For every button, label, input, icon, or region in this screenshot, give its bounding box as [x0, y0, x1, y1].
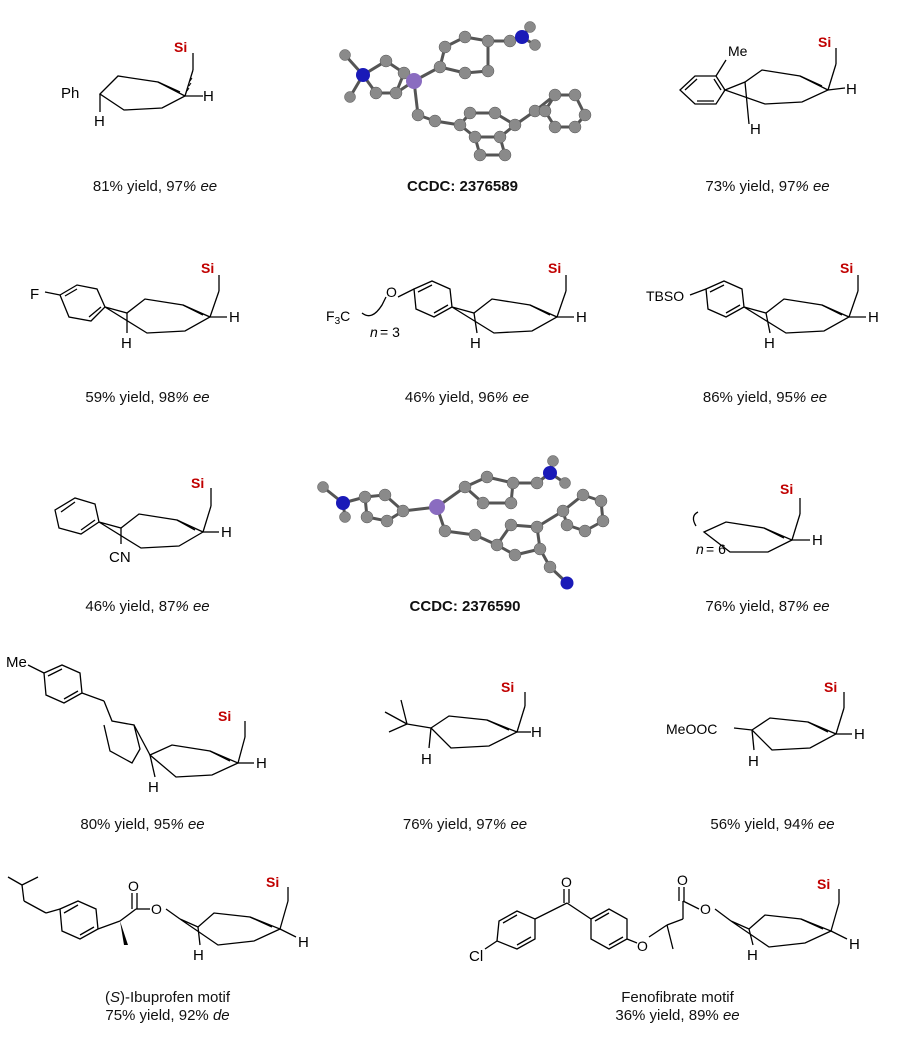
entry-1: Ph H H Si 81% yield, 97% ee — [40, 20, 270, 210]
caption-6: 86% yield, 95% ee — [702, 389, 828, 406]
hydrogen-label: H — [748, 753, 759, 770]
silicon-label: Si — [840, 260, 853, 276]
methyl-label: Me — [6, 654, 27, 671]
structure-10: Me H H Si — [6, 654, 267, 796]
caption-13: 75% yield, 92% de — [105, 1007, 230, 1024]
silicon-label: Si — [218, 708, 231, 724]
hydrogen-label: H — [531, 724, 542, 741]
hydrogen-label: H — [747, 947, 758, 964]
structure-14: Cl O O O O H H Si — [469, 872, 860, 965]
structure-12: MeOOC H H Si — [666, 679, 865, 770]
crystal-structure-1: CCDC: 2376589 — [330, 15, 595, 210]
caption-4: 59% yield, 98% ee — [85, 389, 210, 406]
silicon-label: Si — [501, 679, 514, 695]
structure-9: n = 6 H Si — [692, 481, 823, 557]
structure-3: Me H H Si — [679, 34, 857, 138]
hydrogen-label: H — [868, 309, 879, 326]
hydrogen-label: H — [121, 335, 132, 352]
caption-14-name: Fenofibrate motif — [621, 989, 734, 1006]
silicon-label: Si — [818, 34, 831, 50]
caption-11: 76% yield, 97% ee — [402, 816, 528, 833]
hydrogen-label: H — [193, 947, 204, 964]
entry-13: O O H H Si (S)-Ibuprofen motif 75% yield… — [0, 865, 335, 1037]
structure-7: CN H Si — [54, 475, 232, 566]
ester-label: MeOOC — [666, 721, 717, 737]
caption-5: 46% yield, 96% ee — [404, 389, 530, 406]
silicon-label: Si — [780, 481, 793, 497]
ball-and-stick-model-2 — [317, 455, 610, 590]
caption-3: 73% yield, 97% ee — [705, 178, 830, 195]
repeat-count-label: = 6 — [706, 541, 726, 557]
hydrogen-label: H — [94, 113, 105, 130]
caption-1: 81% yield, 97% ee — [92, 178, 218, 195]
entry-14: Cl O O O O H H Si Fenofibrate motif 36% … — [465, 865, 890, 1037]
entry-12: MeOOC H H Si 56% yield, 94% ee — [660, 670, 885, 840]
hydrogen-label: H — [764, 335, 775, 352]
entry-5: F3C O n = 3 H H Si 46% yield, 96% ee — [322, 245, 612, 415]
hydrogen-label: H — [221, 524, 232, 541]
caption-12: 56% yield, 94% ee — [710, 816, 835, 833]
silicon-label: Si — [201, 260, 214, 276]
substituent-label: Ph — [61, 85, 79, 102]
tbso-label: TBSO — [646, 288, 684, 304]
fluorine-label: F — [30, 286, 39, 303]
hydrogen-label: H — [229, 309, 240, 326]
entry-11: H H Si 76% yield, 97% ee — [345, 670, 585, 840]
ketone-oxygen-label: O — [561, 874, 572, 890]
nitrile-label: CN — [109, 549, 131, 566]
carbonyl-oxygen-label: O — [677, 872, 688, 888]
ball-and-stick-model-1 — [339, 21, 592, 162]
methyl-label: Me — [728, 43, 748, 59]
caption-13-name: (S)-Ibuprofen motif — [104, 989, 231, 1006]
hydrogen-label: H — [849, 936, 860, 953]
entry-7: CN H Si 46% yield, 87% ee — [25, 460, 270, 620]
hydrogen-label: H — [846, 81, 857, 98]
hydrogen-label: H — [203, 88, 214, 105]
structure-4: F H H Si — [30, 260, 240, 352]
ether-oxygen-label: O — [637, 938, 648, 954]
silicon-label: Si — [548, 260, 561, 276]
oxygen-label: O — [386, 284, 397, 300]
structure-11: H H Si — [384, 679, 542, 768]
crystal-structure-2: CCDC: 2376590 — [315, 455, 615, 620]
caption-10: 80% yield, 95% ee — [80, 816, 205, 833]
entry-10: Me H H Si 80% yield, 95% ee — [0, 645, 285, 840]
entry-4: F H H Si 59% yield, 98% ee — [25, 245, 270, 415]
entry-9: n = 6 H Si 76% yield, 87% ee — [650, 460, 885, 620]
hydrogen-label: H — [812, 532, 823, 549]
repeat-n-label: n — [696, 541, 704, 557]
entry-6: TBSO H H Si 86% yield, 95% ee — [640, 245, 890, 415]
hydrogen-label: H — [298, 934, 309, 951]
structure-5: F3C O n = 3 H H Si — [326, 260, 587, 352]
entry-3: Me H H Si 73% yield, 97% ee — [650, 20, 885, 210]
silicon-label: Si — [174, 39, 187, 55]
silicon-label: Si — [817, 876, 830, 892]
ester-oxygen-label: O — [700, 901, 711, 917]
hydrogen-label: H — [576, 309, 587, 326]
carbonyl-oxygen-label: O — [128, 878, 139, 894]
hydrogen-label: H — [750, 121, 761, 138]
hydrogen-label: H — [421, 751, 432, 768]
caption-14: 36% yield, 89% ee — [615, 1007, 740, 1024]
hydrogen-label: H — [470, 335, 481, 352]
silicon-label: Si — [824, 679, 837, 695]
hydrogen-label: H — [148, 779, 159, 796]
structure-6: TBSO H H Si — [646, 260, 879, 352]
ester-oxygen-label: O — [151, 901, 162, 917]
structure-1: Ph H H Si — [61, 39, 214, 130]
caption-9: 76% yield, 87% ee — [705, 598, 830, 615]
caption-ccdc-1: CCDC: 2376589 — [407, 178, 518, 195]
silicon-label: Si — [266, 874, 279, 890]
hydrogen-label: H — [854, 726, 865, 743]
hydrogen-label: H — [256, 755, 267, 772]
silicon-label: Si — [191, 475, 204, 491]
chlorine-label: Cl — [469, 948, 483, 965]
trifluoromethyl-label: F3C — [326, 308, 350, 327]
caption-7: 46% yield, 87% ee — [85, 598, 210, 615]
repeat-n-label: n — [370, 324, 378, 340]
repeat-count-label: = 3 — [380, 324, 400, 340]
structure-13: O O H H Si — [7, 874, 309, 964]
caption-ccdc-2: CCDC: 2376590 — [409, 598, 521, 615]
